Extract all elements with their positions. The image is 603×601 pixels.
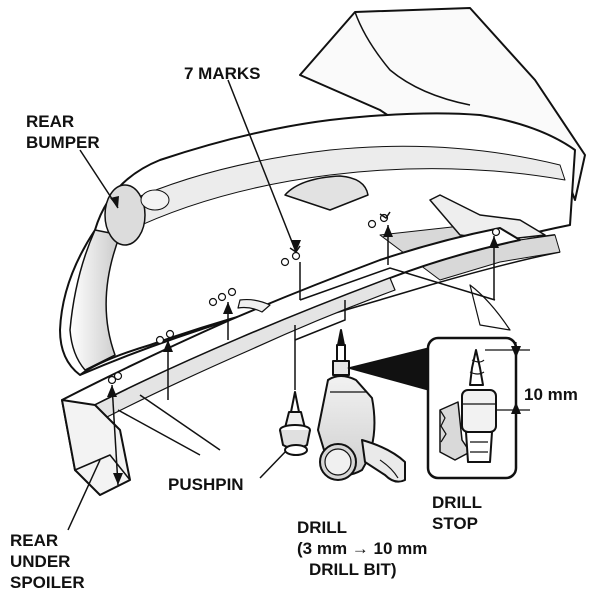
label-spoiler-line1: REAR: [10, 531, 59, 550]
label-spoiler-line2: UNDER: [10, 552, 71, 571]
label-drill-stop-line1: DRILL: [432, 493, 483, 512]
label-spoiler-line3: SPOILER: [10, 573, 85, 592]
label-drill-stop-line2: STOP: [432, 514, 478, 533]
rear-under-spoiler-icon: [61, 213, 521, 496]
label-drill-line1: DRILL: [297, 518, 348, 537]
label-rear-under-spoiler: REAR UNDER SPOILER: [10, 530, 85, 593]
label-rear-bumper: REAR BUMPER: [26, 111, 100, 153]
drill-icon: [317, 329, 406, 483]
label-pushpin: PUSHPIN: [168, 475, 244, 494]
label-drill-line2: (3 mm → 10 mm: [297, 539, 428, 558]
mark-ticks: [289, 211, 391, 254]
rear-bumper-icon: [59, 7, 586, 396]
guide-arrowheads: [107, 196, 499, 485]
label-rear-bumper-line1: REAR: [26, 112, 75, 131]
label-drill: DRILL (3 mm → 10 mm DRILL BIT): [297, 517, 427, 580]
pushpin-icon: [279, 391, 311, 456]
drill-stop-detail-icon: [347, 336, 530, 480]
label-drill-stop: DRILL STOP: [432, 492, 482, 534]
label-7-marks: 7 MARKS: [184, 64, 261, 83]
label-drill-line3: DRILL BIT): [309, 560, 397, 579]
label-rear-bumper-line2: BUMPER: [26, 133, 100, 152]
label-dimension: 10 mm: [524, 385, 578, 404]
